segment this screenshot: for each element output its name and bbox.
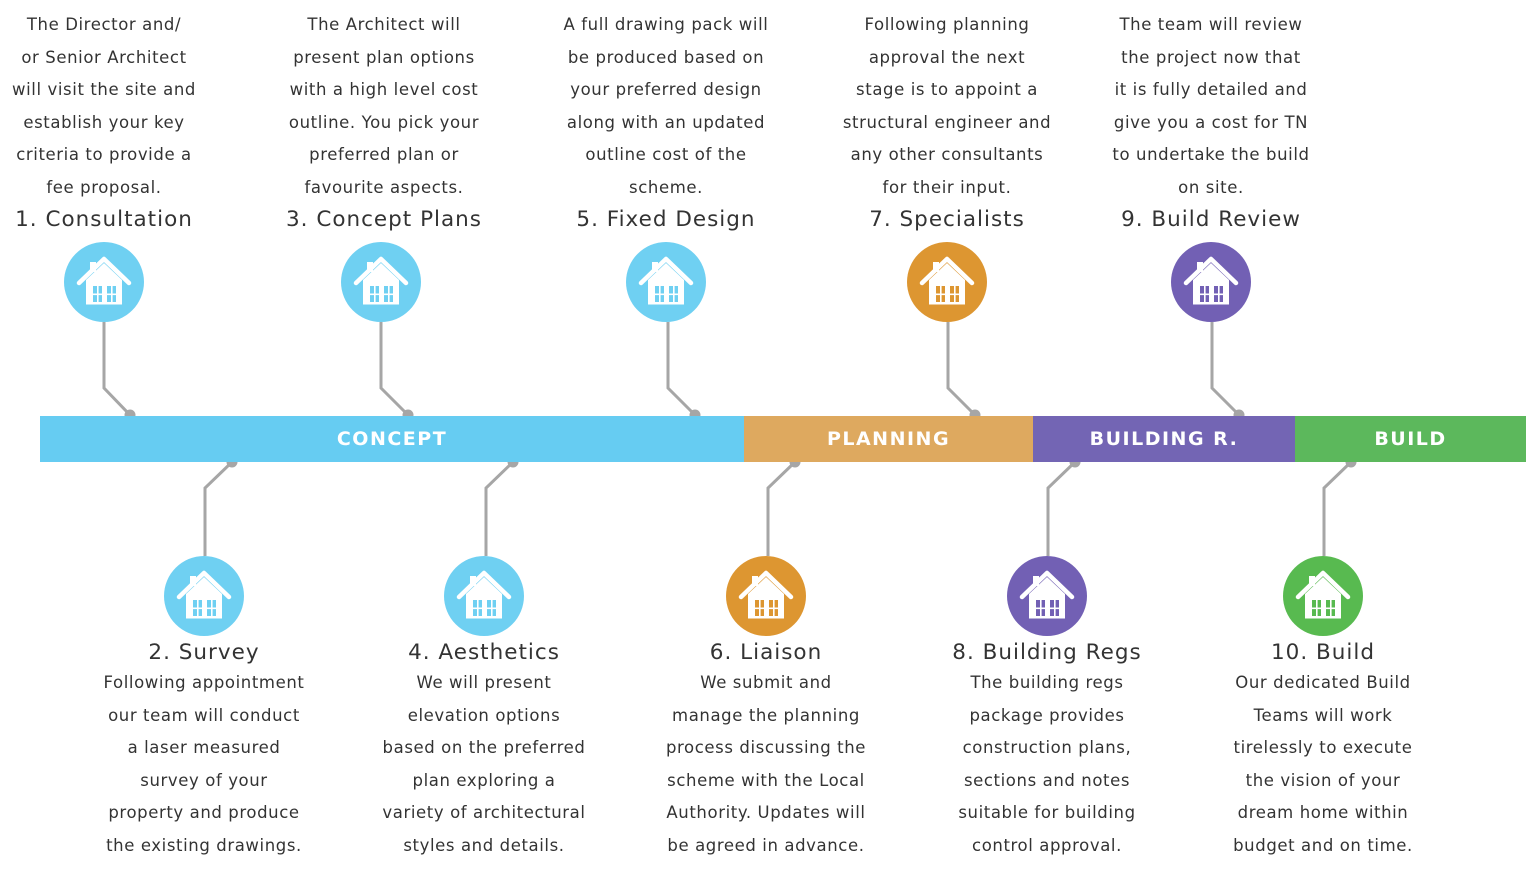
step-1-title: 1. Consultation [15,207,193,232]
step-10-line: budget and on time. [1233,835,1413,855]
step-5-line: along with an updated [566,112,766,132]
step-9-description: The team will review the project now tha… [1096,9,1326,204]
step-5-line: A full drawing pack will [563,15,769,34]
step-7-line: Following planning [864,15,1030,34]
step-9-title: 9. Build Review [1121,207,1301,232]
step-1-line: The Director and/ [26,15,182,34]
step-3-line: preferred plan or [309,145,459,164]
step-10-line: dream home within [1237,803,1409,822]
step-3-title: 3. Concept Plans [285,207,483,232]
step-2-line: property and produce [108,803,300,822]
step-9-line: The team will review [1119,15,1303,34]
step-10-title: 10. Build [1271,640,1375,665]
step-3-line: favourite aspects. [304,177,464,197]
step-8-title: 8. Building Regs [952,640,1142,665]
step-6-line: manage the planning [672,705,860,725]
step-9-line: give you a cost for TN [1113,112,1309,132]
step-6-description: We submit and manage the planning proces… [651,667,881,862]
step-7-line: approval the next [868,47,1026,67]
step-4-title: 4. Aesthetics [408,640,560,665]
step-1-line: establish your key [23,112,185,132]
step-5-description: A full drawing pack will be produced bas… [551,9,781,204]
step-2-line: survey of your [140,770,268,790]
step-3-line: present plan options [293,47,475,67]
step-4-line: elevation options [407,705,561,725]
step-3-line: with a high level cost [289,80,479,99]
step-7-line: stage is to appoint a [856,80,1038,99]
step-2-line: a laser measured [127,738,281,757]
step-7-description: Following planning approval the next sta… [832,9,1062,204]
step-6-line: process discussing the [665,738,867,757]
step-10-line: tirelessly to execute [1233,738,1413,757]
step-8-description: The building regs package provides const… [932,667,1162,862]
step-8-line: suitable for building [958,803,1136,822]
band-planning-label: PLANNING [826,428,951,450]
house-icon [1283,556,1363,636]
step-7-line: any other consultants [850,145,1044,164]
house-icon [626,242,706,322]
step-1-line: or Senior Architect [21,47,187,67]
step-1-line: criteria to provide a [16,145,192,164]
step-2-title: 2. Survey [148,640,260,665]
step-6-line: scheme with the Local [667,770,865,790]
step-1-line: fee proposal. [46,177,162,197]
step-8-line: sections and notes [963,770,1131,790]
band-building-regs: BUILDING R. [1033,416,1295,462]
step-9-line: on site. [1178,177,1244,197]
step-10-line: Our dedicated Build [1235,673,1411,692]
step-3-description: The Architect will present plan options … [269,9,499,204]
band-build-label: BUILD [1374,428,1447,450]
step-7-title: 7. Specialists [869,207,1025,232]
step-6-line: We submit and [700,673,832,692]
step-9-line: it is fully detailed and [1114,80,1308,99]
step-4-description: We will present elevation options based … [369,667,599,862]
step-8-line: The building regs [970,673,1124,692]
step-8-line: package provides [969,705,1125,725]
step-6-line: be agreed in advance. [667,835,865,855]
step-2-description: Following appointment our team will cond… [89,667,319,862]
step-10-line: the vision of your [1245,770,1401,790]
step-1-description: The Director and/ or Senior Architect wi… [0,9,219,204]
step-8-line: construction plans, [962,738,1132,757]
step-4-line: plan exploring a [412,770,556,790]
step-4-line: styles and details. [403,835,565,855]
step-10-description: Our dedicated Build Teams will work tire… [1208,667,1438,862]
step-10-line: Teams will work [1253,705,1393,725]
band-build: BUILD [1295,416,1526,462]
step-5-line: be produced based on [567,47,765,67]
step-7-line: structural engineer and [842,112,1052,132]
step-7-line: for their input. [882,177,1012,197]
step-2-line: the existing drawings. [106,835,302,855]
step-4-line: based on the preferred [382,738,586,757]
step-4-line: We will present [416,673,552,692]
step-3-line: The Architect will [307,15,461,34]
step-9-line: the project now that [1121,47,1301,67]
band-concept-label: CONCEPT [336,428,448,450]
step-8-line: control approval. [972,835,1122,855]
step-5-line: scheme. [629,177,703,197]
band-planning: PLANNING [744,416,1033,462]
band-building-regs-label: BUILDING R. [1089,428,1239,450]
step-5-line: outline cost of the [585,145,747,164]
step-5-title: 5. Fixed Design [576,207,756,232]
house-icon [1007,556,1087,636]
band-concept: CONCEPT [40,416,744,462]
step-9-line: to undertake the build [1112,145,1310,164]
house-icon [726,556,806,636]
house-icon [444,556,524,636]
house-icon [1171,242,1251,322]
step-5-line: your preferred design [570,80,762,99]
step-3-line: outline. You pick your [288,112,480,132]
step-6-line: Authority. Updates will [666,803,866,822]
step-6-title: 6. Liaison [709,640,823,665]
step-4-line: variety of architectural [382,803,586,822]
house-icon [164,556,244,636]
step-2-line: Following appointment [103,673,305,692]
house-icon [64,242,144,322]
house-icon [907,242,987,322]
step-1-line: will visit the site and [12,80,196,99]
house-icon [341,242,421,322]
step-2-line: our team will conduct [108,705,300,725]
